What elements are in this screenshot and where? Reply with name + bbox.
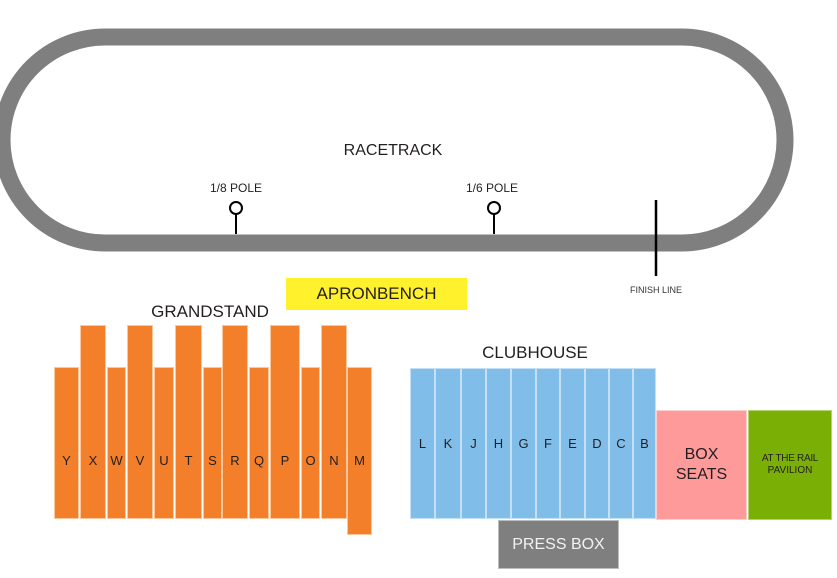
pavilion-label-line1: AT THE RAIL	[761, 453, 819, 464]
section-letter: C	[616, 436, 626, 451]
section-letter: M	[354, 453, 365, 468]
grandstand-section-r[interactable]: R	[222, 325, 248, 519]
grandstand-label: GRANDSTAND	[151, 302, 269, 321]
section-letter: O	[305, 453, 316, 468]
grandstand-section-u[interactable]: U	[154, 367, 174, 519]
press-box-section[interactable]: PRESS BOX	[498, 520, 619, 569]
section-letter: G	[518, 436, 529, 451]
racetrack-map	[0, 28, 794, 276]
box-seats-label-line1: BOX	[684, 446, 719, 463]
grandstand-section-v[interactable]: V	[127, 325, 153, 519]
section-letter: P	[280, 453, 290, 468]
clubhouse-section-b[interactable]: B	[633, 368, 656, 519]
grandstand-section-m[interactable]: M	[347, 367, 372, 535]
clubhouse-section-l[interactable]: L	[410, 368, 435, 519]
at-the-rail-pavilion-section[interactable]: AT THE RAIL PAVILION	[748, 410, 832, 520]
apronbench-label: APRONBENCH	[316, 284, 437, 303]
grandstand-section-t[interactable]: T	[175, 325, 202, 519]
finish-line-label: FINISH LINE	[629, 285, 682, 295]
section-letter: Y	[62, 453, 71, 468]
clubhouse-section-h[interactable]: H	[486, 368, 511, 519]
grandstand-section-q[interactable]: Q	[249, 367, 269, 519]
section-letter: L	[418, 436, 427, 451]
section-letter: X	[88, 453, 98, 468]
pole-marker-1-6	[487, 201, 501, 234]
section-letter: F	[544, 436, 552, 451]
clubhouse-section-e[interactable]: E	[560, 368, 585, 519]
section-letter: D	[592, 436, 602, 451]
press-box-label: PRESS BOX	[512, 535, 605, 553]
section-letter: T	[184, 453, 193, 468]
section-letter: Q	[253, 453, 265, 468]
racetrack-oval	[0, 28, 794, 252]
clubhouse-section-g[interactable]: G	[511, 368, 536, 519]
pole-marker-1-8	[229, 201, 243, 234]
section-letter: N	[329, 453, 339, 468]
clubhouse-section-d[interactable]: D	[585, 368, 609, 519]
clubhouse-section-f[interactable]: F	[536, 368, 560, 519]
pavilion-label-line2: PAVILION	[767, 465, 813, 476]
section-letter: W	[110, 453, 123, 468]
grandstand-section-p[interactable]: P	[270, 325, 300, 519]
grandstand-section-y[interactable]: Y	[54, 367, 79, 519]
racetrack-label: RACETRACK	[343, 142, 443, 159]
box-seats-section[interactable]: BOX SEATS	[656, 410, 747, 520]
grandstand-section-n[interactable]: N	[321, 325, 347, 519]
clubhouse-label: CLUBHOUSE	[482, 343, 588, 362]
clubhouse-section-k[interactable]: K	[435, 368, 461, 519]
grandstand-section-o[interactable]: O	[301, 367, 320, 519]
grandstand-section-w[interactable]: W	[107, 367, 126, 519]
clubhouse-section-j[interactable]: J	[461, 368, 486, 519]
clubhouse-section-c[interactable]: C	[609, 368, 633, 519]
pole-label-1-8: 1/8 POLE	[209, 181, 263, 195]
box-seats-label-line2: SEATS	[675, 466, 728, 483]
section-letter: U	[159, 453, 169, 468]
grandstand-section-x[interactable]: X	[80, 325, 106, 519]
grandstand-section-s[interactable]: S	[203, 367, 222, 519]
section-letter: E	[568, 436, 577, 451]
section-letter: B	[640, 436, 649, 451]
section-letter: R	[230, 453, 240, 468]
section-letter: H	[493, 436, 504, 451]
section-letter: V	[135, 453, 145, 468]
section-letter: S	[208, 453, 217, 468]
pole-label-1-6: 1/6 POLE	[465, 181, 519, 195]
section-letter: K	[443, 436, 453, 451]
apronbench-section[interactable]: APRONBENCH	[286, 278, 467, 310]
section-letter: J	[470, 436, 477, 451]
